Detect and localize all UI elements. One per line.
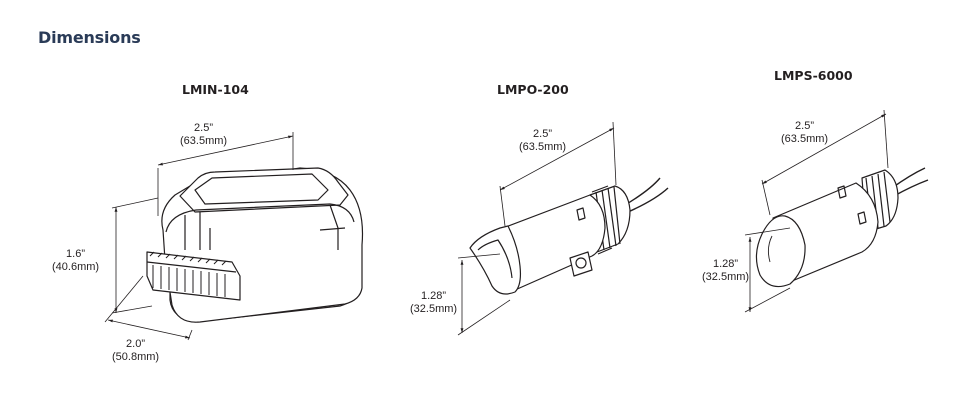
dimension-metric: (63.5mm): [180, 135, 228, 147]
dimension-value: 2.5”: [795, 120, 815, 132]
lmpo-200-drawing: [457, 121, 669, 336]
dimension-metric: (32.5mm): [410, 303, 458, 315]
dimension-value: 1.6”: [66, 248, 86, 260]
dimension-metric: (32.5mm): [702, 271, 750, 283]
dimension-width-lmps-6000: 2.5” (63.5mm): [781, 120, 828, 146]
dimension-value: 2.0”: [126, 338, 146, 350]
dimension-metric: (63.5mm): [519, 141, 567, 153]
dimension-value: 1.28”: [712, 258, 739, 270]
model-label-lmpo-200: LMPO-200: [497, 82, 569, 97]
model-label-lmin-104: LMIN-104: [182, 82, 249, 97]
dimension-value: 2.5”: [533, 128, 553, 140]
dimension-metric: (40.6mm): [52, 261, 100, 273]
dimension-width-lmin-104: 2.5” (63.5mm): [180, 122, 227, 148]
dimension-value: 2.5”: [194, 122, 214, 134]
dimension-value: 1.28”: [420, 290, 447, 302]
dimension-metric: (63.5mm): [781, 133, 829, 145]
dimension-height-lmpo-200: 1.28” (32.5mm): [410, 290, 457, 316]
dimension-width-lmpo-200: 2.5” (63.5mm): [519, 128, 566, 154]
dimension-height-lmps-6000: 1.28” (32.5mm): [702, 258, 749, 284]
dimension-depth-lmin-104: 2.0” (50.8mm): [112, 338, 159, 364]
dimension-metric: (50.8mm): [112, 351, 160, 363]
dimension-height-lmin-104: 1.6” (40.6mm): [52, 248, 99, 274]
section-heading: Dimensions: [38, 28, 141, 47]
lmin-104-drawing: [104, 132, 364, 341]
lmps-6000-drawing: [744, 109, 929, 313]
model-label-lmps-6000: LMPS-6000: [774, 68, 853, 83]
